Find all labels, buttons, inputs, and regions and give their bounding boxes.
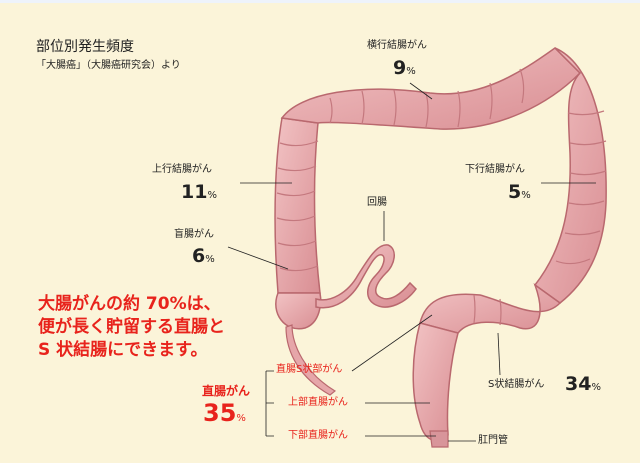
- ileum: [315, 244, 417, 309]
- lower-rectum-label: 下部直腸がん: [288, 430, 348, 441]
- upper-rectum-label: 上部直腸がん: [288, 397, 348, 408]
- transverse-label: 横行結腸がん: [367, 40, 427, 51]
- colon-body: [274, 47, 607, 448]
- lead-line-1: 大腸がんの約 70%は、: [38, 294, 221, 314]
- rectosigmoid-label: 直腸S状部がん: [276, 364, 343, 375]
- ascending-label: 上行結腸がん: [152, 164, 212, 175]
- lead-text: 大腸がんの約 70%は、 便が長く貯留する直腸と S 状結腸にできます。: [38, 293, 225, 362]
- lead-line-3: S 状結腸にできます。: [38, 339, 208, 360]
- large-intestine-illustration: [227, 47, 607, 448]
- rectum-label: 直腸がん: [202, 384, 251, 398]
- source-note: 「大腸癌」（大腸癌研究会）より: [36, 60, 181, 71]
- cecum: [275, 292, 322, 330]
- haustra-lines: [276, 68, 607, 326]
- page-title: 部位別発生頻度: [36, 39, 134, 55]
- ascending-value: 11%: [181, 181, 217, 203]
- descending-value: 5%: [508, 181, 531, 203]
- cecum-label: 盲腸がん: [174, 229, 214, 240]
- leader-lines: [227, 82, 596, 442]
- lead-line-2: 便が長く貯留する直腸と: [38, 316, 225, 337]
- sigmoid-value: 34%: [565, 373, 601, 395]
- rectum-value: 35%: [203, 399, 246, 427]
- cecum-value: 6%: [192, 245, 215, 267]
- transverse-value: 9%: [393, 57, 416, 79]
- descending-label: 下行結腸がん: [465, 164, 525, 175]
- appendix: [285, 324, 337, 396]
- anus-label: 肛門管: [478, 435, 508, 446]
- ileum-label: 回腸: [367, 197, 387, 208]
- sigmoid-label: S状結腸がん: [488, 379, 545, 390]
